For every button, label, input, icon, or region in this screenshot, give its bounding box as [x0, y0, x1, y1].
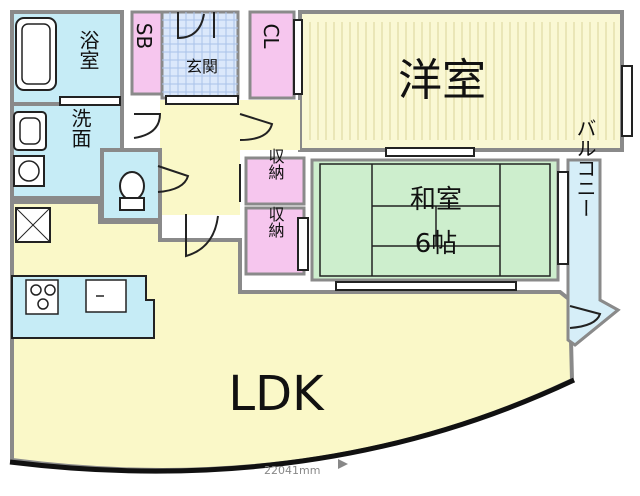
doors — [133, 12, 602, 329]
storage-1-area — [244, 156, 306, 206]
western-room-stripes — [309, 22, 615, 140]
label-japanese-room-size: 6帖 — [415, 229, 458, 259]
sb-area — [130, 10, 164, 96]
sink — [85, 279, 127, 313]
balcony-edge — [568, 158, 621, 347]
label-storage-2: 収納 — [266, 206, 285, 239]
japanese-room-area — [310, 158, 560, 282]
bathtub — [15, 17, 57, 91]
label-closet: CL — [259, 23, 283, 49]
label-japanese-room: 和室 — [410, 185, 462, 215]
toilet — [119, 171, 145, 201]
label-bath: 浴室 — [76, 30, 100, 70]
exterior-curve — [9, 377, 576, 474]
label-balcony: バルコニー — [573, 118, 597, 218]
dimension-arrow-icon — [338, 459, 348, 469]
entrance-grid — [162, 12, 238, 98]
label-ldk: LDK — [228, 366, 325, 422]
tatami-lines — [319, 163, 551, 277]
dimension-label: 22041mm — [264, 464, 320, 477]
label-washroom: 洗面 — [68, 108, 92, 148]
label-entrance: 玄関 — [186, 57, 218, 76]
windows — [59, 19, 633, 291]
corridor-lower — [240, 100, 300, 150]
label-sb: SB — [132, 23, 156, 49]
label-storage-1: 収納 — [266, 148, 285, 181]
washbasin — [13, 111, 47, 151]
corridor-area — [160, 100, 240, 215]
label-western-room: 洋室 — [398, 55, 486, 106]
storage-2-area — [244, 206, 306, 276]
